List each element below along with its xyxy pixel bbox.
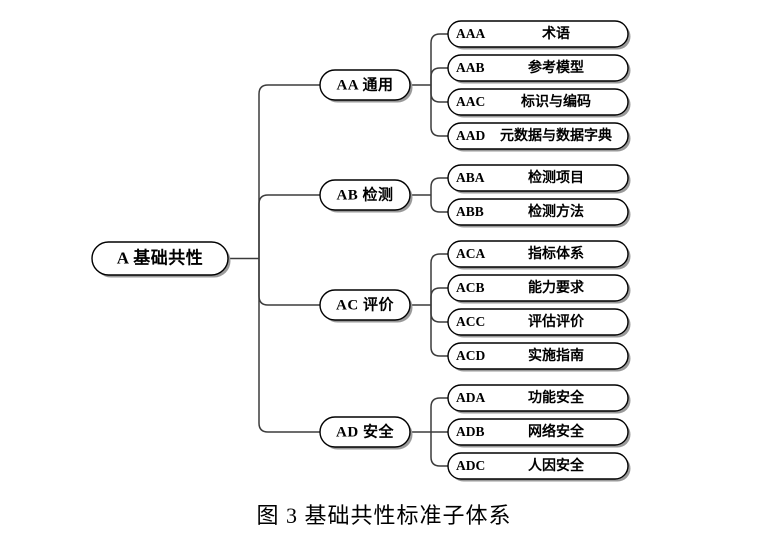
box-outline [447, 308, 629, 336]
leaf-code-aac: AAC [456, 94, 485, 109]
leaf-label-aca: 指标体系 [528, 245, 584, 262]
leaf-code-aba: ABA [456, 170, 485, 185]
leaf-label-acc: 评估评价 [528, 313, 585, 330]
leaf-code-abb: ABB [456, 204, 484, 219]
box-outline [447, 122, 629, 150]
box-outline [447, 198, 629, 226]
box-outline [319, 289, 411, 321]
leaf-code-acd: ACD [456, 348, 485, 363]
leaf-node-aba[interactable]: ABA 检测项目 [447, 164, 631, 194]
connector-layer [228, 33, 448, 467]
leaf-code-adb: ADB [456, 424, 485, 439]
branch-label-ac: AC 评价 [336, 296, 394, 313]
root-node-a[interactable]: A 基础共性 [91, 241, 231, 278]
leaf-label-aab: 参考模型 [528, 59, 584, 76]
connector-elbow [430, 305, 448, 323]
branch-label-aa: AA 通用 [336, 76, 393, 93]
leaf-node-aab[interactable]: AAB 参考模型 [447, 54, 631, 84]
leaf-node-aad[interactable]: AAD 元数据与数据字典 [447, 122, 631, 152]
leaf-label-adb: 网络安全 [528, 423, 585, 440]
branch-node-ad[interactable]: AD 安全 [319, 416, 413, 450]
box-outline [447, 452, 629, 480]
leaf-node-adc[interactable]: ADC 人因安全 [447, 452, 631, 482]
box-outline [447, 384, 629, 412]
box-outline [319, 69, 411, 101]
connector-elbow [430, 287, 448, 305]
leaf-label-aac: 标识与编码 [520, 93, 591, 110]
branch-label-ab: AB 检测 [336, 185, 393, 203]
leaf-node-adb[interactable]: ADB 网络安全 [447, 418, 631, 448]
box-outline [447, 20, 629, 48]
branch-node-ac[interactable]: AC 评价 [319, 289, 413, 323]
branch-node-ab[interactable]: AB 检测 [319, 179, 413, 213]
leaf-node-aac[interactable]: AAC 标识与编码 [447, 88, 631, 118]
leaf-label-ada: 功能安全 [528, 389, 585, 406]
leaf-label-aad: 元数据与数据字典 [500, 127, 612, 144]
leaf-label-acb: 能力要求 [528, 279, 585, 296]
leaf-node-aca[interactable]: ACA 指标体系 [447, 240, 631, 270]
box-outline [447, 88, 629, 116]
leaf-node-acd[interactable]: ACD 实施指南 [447, 342, 631, 372]
box-outline [447, 418, 629, 446]
connector-elbow [430, 195, 448, 213]
leaf-code-adc: ADC [456, 458, 485, 473]
leaf-code-aca: ACA [456, 246, 485, 261]
box-outline [319, 179, 411, 211]
connector-elbow [430, 67, 448, 85]
connector-elbow [430, 305, 448, 357]
box-outline [447, 240, 629, 268]
leaf-label-acd: 实施指南 [528, 347, 584, 364]
leaf-node-acc[interactable]: ACC 评估评价 [447, 308, 631, 338]
connector-elbow [430, 397, 448, 432]
branch-label-ad: AD 安全 [336, 422, 394, 440]
connector-elbow [430, 85, 448, 137]
leaf-code-aad: AAD [456, 128, 485, 143]
leaf-code-acb: ACB [456, 280, 485, 295]
leaf-label-abb: 检测方法 [528, 203, 584, 220]
box-outline [447, 54, 629, 82]
leaf-code-acc: ACC [456, 314, 485, 329]
leaf-label-aba: 检测项目 [528, 169, 584, 186]
box-outline [91, 241, 229, 276]
leaf-node-ada[interactable]: ADA 功能安全 [447, 384, 631, 414]
connector-elbow [430, 432, 448, 467]
leaf-label-aaa: 术语 [542, 25, 570, 42]
connector-elbow [258, 194, 320, 259]
box-outline [447, 342, 629, 370]
box-outline [319, 416, 411, 448]
leaf-label-adc: 人因安全 [528, 457, 585, 474]
leaf-node-acb[interactable]: ACB 能力要求 [447, 274, 631, 304]
connector-elbow [258, 258, 320, 433]
figure-caption: 图 3 基础共性标准子体系 [256, 503, 512, 528]
node-layer: AAA 术语 AAB 参考模型 AAC 标识与编码 AAD 元数据与数据字典 AA 通用 ABA 检… [91, 20, 631, 482]
leaf-code-aab: AAB [456, 60, 485, 75]
box-outline [447, 274, 629, 302]
leaf-node-abb[interactable]: ABB 检测方法 [447, 198, 631, 228]
branch-node-aa[interactable]: AA 通用 [319, 69, 413, 103]
leaf-code-ada: ADA [456, 390, 485, 405]
box-outline [447, 164, 629, 192]
connector-elbow [430, 177, 448, 195]
connector-elbow [430, 253, 448, 305]
connector-elbow [258, 258, 320, 306]
root-label: A 基础共性 [117, 247, 204, 267]
connector-elbow [430, 85, 448, 103]
connector-elbow [430, 33, 448, 85]
leaf-node-aaa[interactable]: AAA 术语 [447, 20, 631, 50]
connector-elbow [258, 84, 320, 259]
leaf-code-aaa: AAA [456, 26, 485, 41]
